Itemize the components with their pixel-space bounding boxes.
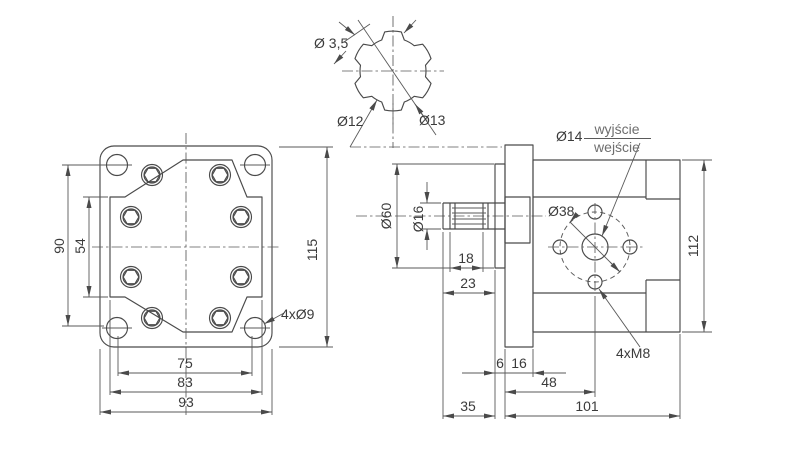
inlet-label: wejście	[593, 139, 640, 155]
leader-line	[344, 24, 370, 42]
hex-bolts-group	[121, 165, 252, 329]
side-view: Ø38 Ø14 wyjście wejście 4xM8 Ø60 Ø16 18 …	[350, 103, 712, 419]
hex-bolt-head	[233, 270, 249, 284]
hex-bolt-inner	[212, 310, 228, 326]
flange-plate-outline	[100, 146, 272, 347]
hex-bolt-outer	[121, 207, 142, 228]
leader-arrow	[339, 22, 355, 35]
hex-bolt-outer	[231, 207, 252, 228]
leader-line	[599, 289, 640, 347]
hex-bolt-outer	[121, 267, 142, 288]
corner-holes-group	[102, 155, 270, 339]
leader-line	[350, 100, 377, 147]
port-diameter-label: Ø14	[556, 128, 583, 144]
leader-line	[602, 143, 640, 236]
hex-bolt-head	[233, 210, 249, 224]
dim-6-label: 6	[496, 355, 504, 371]
pump-body-outline	[110, 160, 262, 332]
outlet-label: wyjście	[593, 121, 639, 137]
hex-bolt-outer	[142, 308, 163, 329]
spline-cross-section	[355, 31, 431, 111]
hex-bolt-head	[212, 168, 228, 182]
hex-bolt-outer	[210, 165, 231, 186]
dim-35-label: 35	[460, 398, 476, 414]
spline-major-diameter-label: Ø13	[419, 112, 446, 128]
thread-label: 4xM8	[616, 345, 650, 361]
dim-93-label: 93	[178, 394, 194, 410]
corner-holes-label: 4xØ9	[281, 306, 315, 322]
mounting-flange-outline	[505, 145, 533, 347]
hex-bolt-head	[144, 311, 160, 325]
leader-arrow	[404, 20, 416, 33]
shaft-diameter-label: Ø16	[410, 206, 426, 233]
dim-101-label: 101	[575, 398, 599, 414]
pump-housing-outline	[533, 160, 680, 332]
hex-bolt-hexagon	[144, 168, 160, 182]
corner-hole	[245, 155, 266, 176]
hex-bolt-head	[144, 168, 160, 182]
hex-bolt-inner	[123, 269, 139, 285]
leader-arrow	[570, 212, 580, 222]
dim-83-label: 83	[177, 374, 193, 390]
hex-bolt-hexagon	[123, 210, 139, 224]
hex-bolt-hexagon	[233, 210, 249, 224]
hex-bolt-outer	[231, 267, 252, 288]
dim-75-label: 75	[177, 355, 193, 371]
hex-bolt-inner	[123, 209, 139, 225]
hex-bolt-hexagon	[144, 311, 160, 325]
dim-54-label: 54	[72, 238, 88, 254]
hex-bolt-inner	[233, 209, 249, 225]
spline-tooth-width-label: Ø 3,5	[314, 35, 348, 51]
leader-line	[264, 313, 284, 324]
dim-112-label: 112	[685, 235, 701, 258]
dim-16-label: 16	[511, 355, 527, 371]
leader-arrow	[334, 51, 346, 64]
hex-bolt-hexagon	[212, 168, 228, 182]
corner-hole	[107, 155, 128, 176]
leader-line	[415, 104, 427, 121]
hex-bolt-head	[123, 270, 139, 284]
spline-minor-diameter-label: Ø12	[337, 113, 364, 129]
leader-arrow	[610, 262, 620, 272]
hex-bolt-hexagon	[123, 270, 139, 284]
dim-18-label: 18	[458, 250, 474, 266]
corner-hole	[107, 318, 128, 339]
hex-bolt-head	[123, 210, 139, 224]
flange-bore	[505, 197, 530, 243]
hex-bolt-inner	[212, 167, 228, 183]
hex-bolt-hexagon	[233, 270, 249, 284]
bolt-circle-label: Ø38	[548, 203, 575, 219]
dim-90-label: 90	[51, 238, 67, 254]
corner-hole	[245, 318, 266, 339]
front-view: 90 54 115 75 83 93 4xØ9	[51, 133, 333, 415]
dim-23-label: 23	[460, 275, 476, 291]
dim-48-label: 48	[541, 374, 557, 390]
hex-bolt-hexagon	[212, 311, 228, 325]
hex-bolt-head	[212, 311, 228, 325]
hex-bolt-outer	[142, 165, 163, 186]
hex-bolt-inner	[144, 310, 160, 326]
hub-diameter-label: Ø60	[378, 203, 394, 230]
spline-detail-view: Ø 3,5 Ø12 Ø13	[314, 16, 446, 147]
hex-bolt-inner	[144, 167, 160, 183]
dim-115-label: 115	[304, 239, 320, 262]
hex-bolt-inner	[233, 269, 249, 285]
hex-bolt-outer	[210, 308, 231, 329]
